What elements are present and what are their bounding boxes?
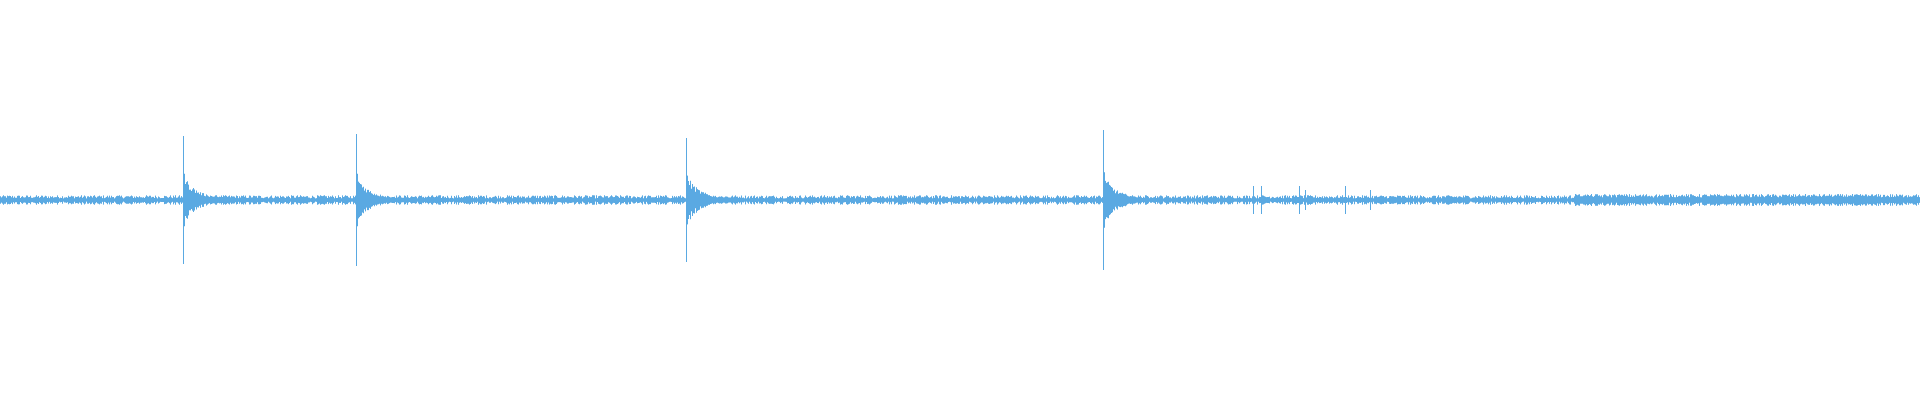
waveform-trace xyxy=(0,130,1920,270)
